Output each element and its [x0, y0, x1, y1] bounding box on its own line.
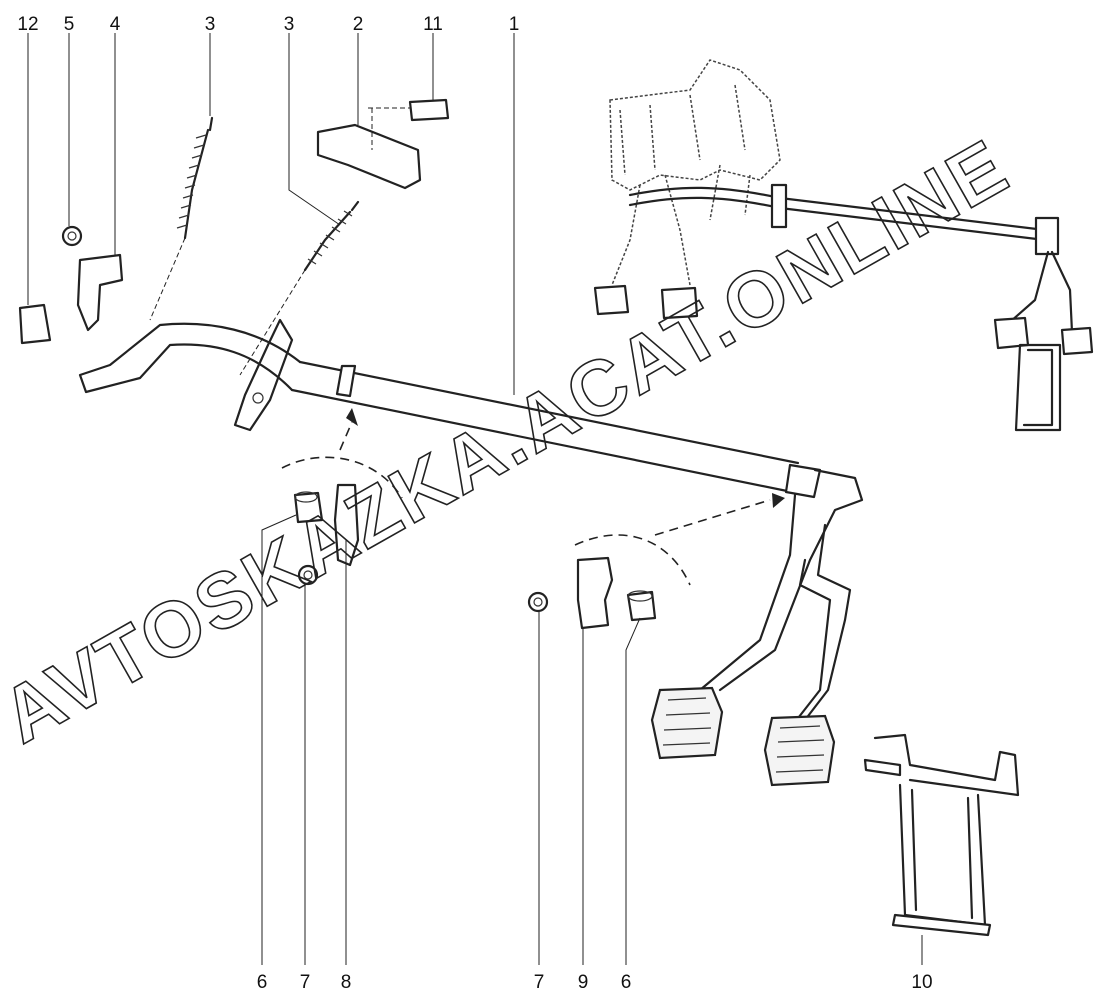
callout-11: 11: [423, 14, 443, 35]
installed-view-inset: [593, 59, 1094, 432]
callout-5: 5: [64, 14, 75, 35]
return-springs: [149, 116, 360, 376]
callout-4: 4: [110, 14, 121, 35]
leader-lines: [27, 33, 923, 965]
callout-12: 12: [17, 14, 38, 35]
callout-labels: 12 5 4 3 3 2 11 1 6 7 8 7 9 6 10: [17, 14, 932, 993]
callout-7-left: 7: [300, 972, 311, 993]
watermark: AVTOSKAZKA.ACAT.ONLINE: [0, 122, 1023, 760]
callout-3-right: 3: [284, 14, 295, 35]
callout-2: 2: [353, 14, 364, 35]
small-parts: [18, 98, 1020, 937]
callout-8: 8: [341, 972, 352, 993]
callout-3-left: 3: [205, 14, 216, 35]
callout-1: 1: [509, 14, 520, 35]
callout-6-left: 6: [257, 972, 268, 993]
callout-6-right: 6: [621, 972, 632, 993]
callout-10: 10: [911, 972, 932, 993]
callout-9: 9: [578, 972, 589, 993]
callout-7-right: 7: [534, 972, 545, 993]
pedal-shaft: [78, 318, 864, 787]
